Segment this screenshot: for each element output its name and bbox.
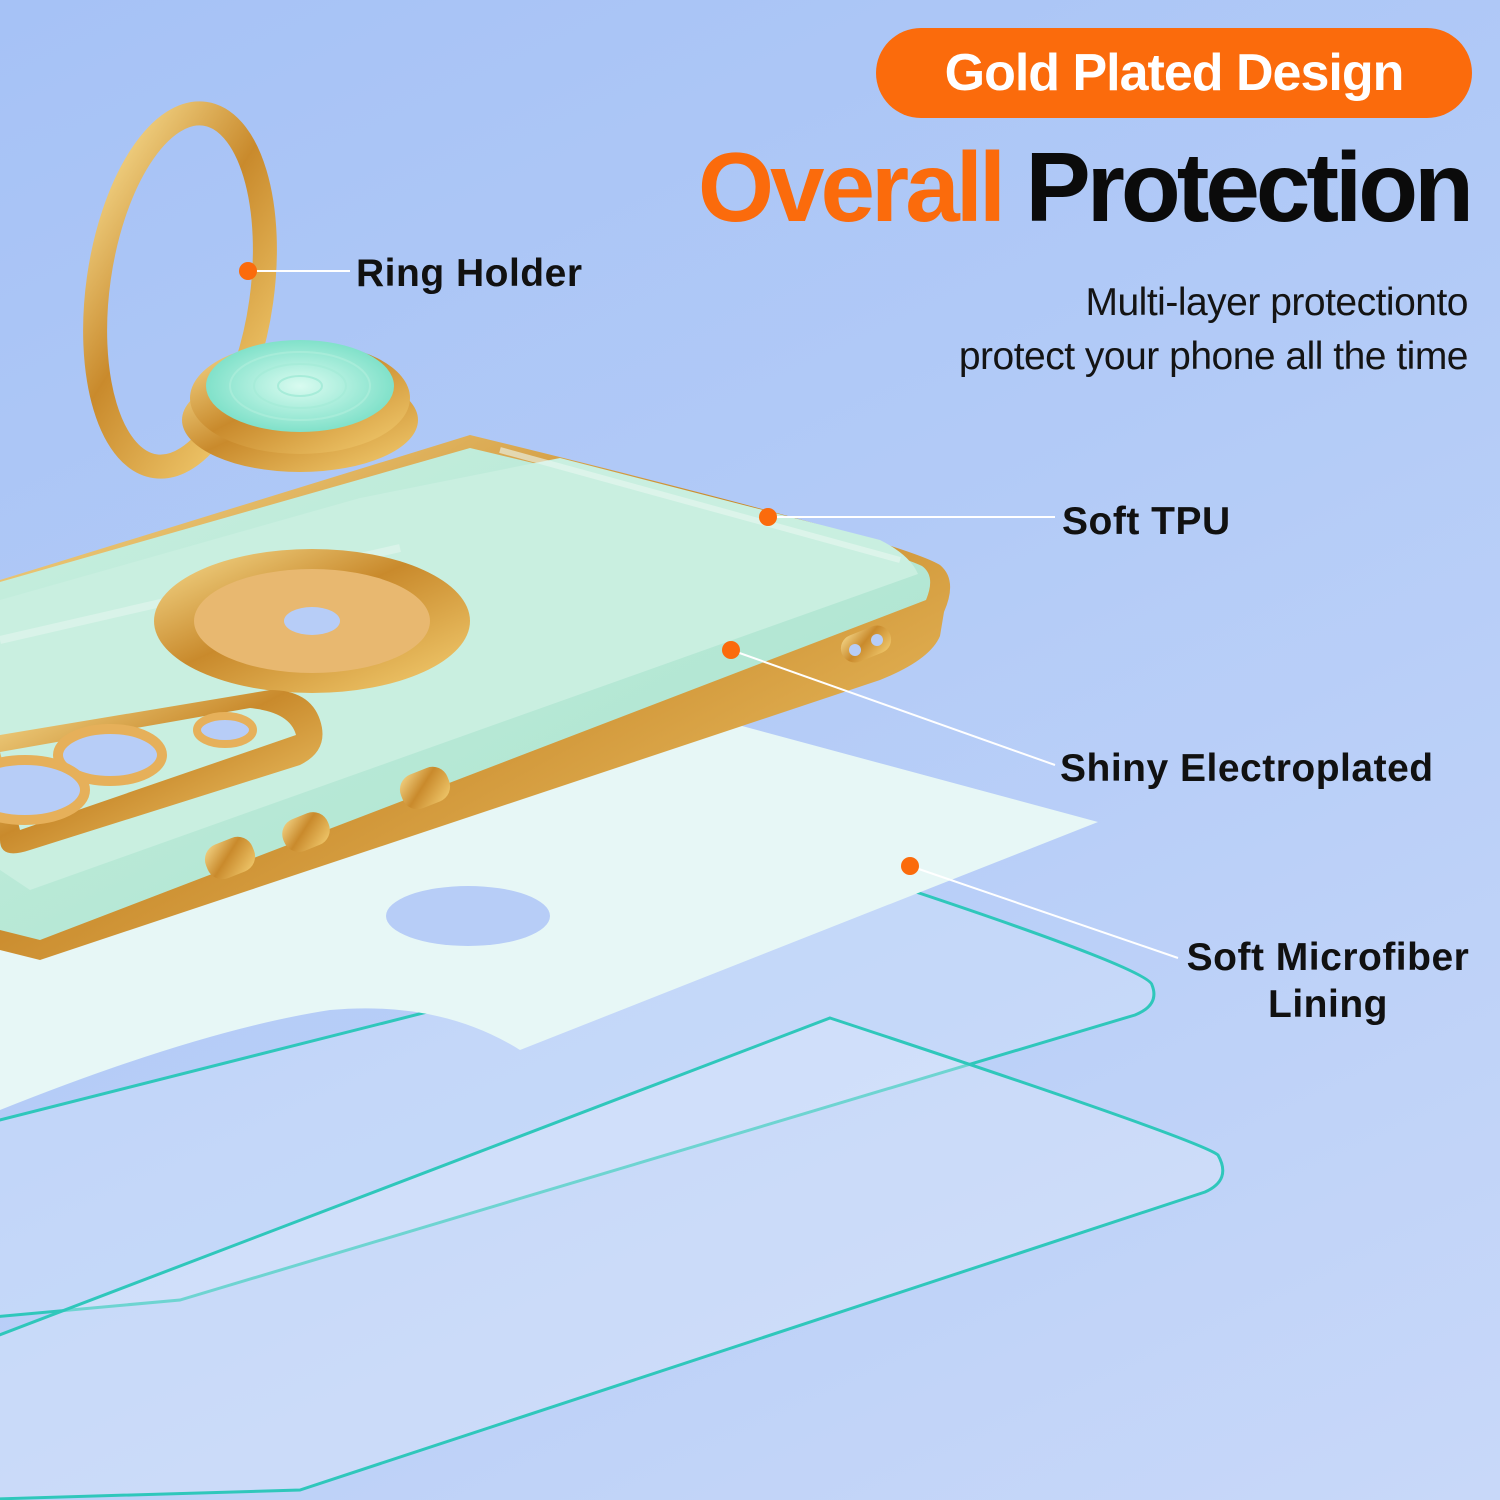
electroplated-dot	[722, 641, 740, 659]
callout-microfiber-lining: Soft Microfiber Lining	[1180, 934, 1476, 1028]
ring-holder-dot	[239, 262, 257, 280]
subtitle-line-1: Multi-layer protectionto	[1085, 281, 1469, 324]
callout-soft-tpu: Soft TPU	[1062, 500, 1231, 543]
headline: Overall Protection	[698, 138, 1474, 236]
headline-accent: Overall	[697, 132, 1006, 242]
screen-protectors	[0, 888, 1225, 1500]
soft-tpu-dot	[759, 508, 777, 526]
microfiber-dot	[901, 857, 919, 875]
subtitle: Multi-layer protectionto protect your ph…	[828, 276, 1469, 384]
phone-case	[0, 435, 951, 960]
callout-leaders	[239, 262, 1179, 959]
callout-microfiber-line-1: Soft Microfiber	[1186, 936, 1470, 979]
gold-plated-badge: Gold Plated Design	[876, 28, 1472, 118]
callout-microfiber-line-2: Lining	[1268, 983, 1388, 1026]
callout-shiny-electroplated: Shiny Electroplated	[1060, 747, 1434, 790]
headline-main: Protection	[1025, 132, 1474, 242]
callout-ring-holder: Ring Holder	[356, 252, 583, 295]
ring-holder	[83, 101, 418, 479]
subtitle-line-2: protect your phone all the time	[958, 335, 1469, 378]
